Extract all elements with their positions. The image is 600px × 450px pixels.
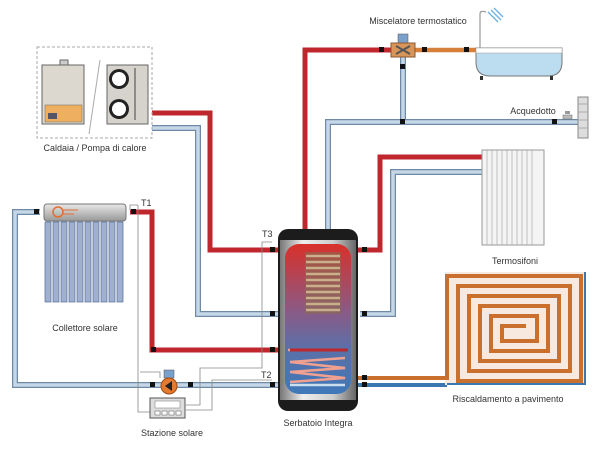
solar-controller — [149, 397, 186, 419]
shower-icon — [487, 7, 504, 23]
tank-label: Serbatoio Integra — [283, 418, 353, 428]
floor-heating-label: Riscaldamento a pavimento — [452, 394, 564, 404]
sensor-t3-label: T3 — [262, 229, 273, 239]
bathtub — [475, 7, 563, 80]
collector-label: Collettore solare — [52, 323, 118, 333]
sensor-t1-label: T1 — [141, 198, 152, 208]
sensor-t2-label: T2 — [261, 370, 272, 380]
thermostatic-mixer — [390, 33, 416, 58]
pipe-fittings — [34, 47, 557, 387]
cold-pipes — [12, 56, 580, 388]
mixer-label: Miscelatore termostatico — [369, 16, 467, 26]
water-mains — [562, 96, 589, 139]
radiators-label: Termosifoni — [491, 256, 539, 266]
station-label: Stazione solare — [140, 428, 204, 438]
storage-tank — [278, 229, 358, 411]
sensor-wires — [129, 204, 272, 413]
hot-pipes — [130, 47, 484, 353]
boiler-label: Caldaia / Pompa di calore — [43, 143, 147, 153]
solar-collector — [43, 203, 127, 303]
upper-coil — [306, 254, 340, 312]
solar-pump — [160, 369, 178, 395]
floor-heating-loop — [445, 272, 586, 385]
mains-label: Acquedotto — [510, 106, 556, 116]
boiler-heat-pump — [36, 46, 153, 139]
radiator — [481, 149, 545, 246]
